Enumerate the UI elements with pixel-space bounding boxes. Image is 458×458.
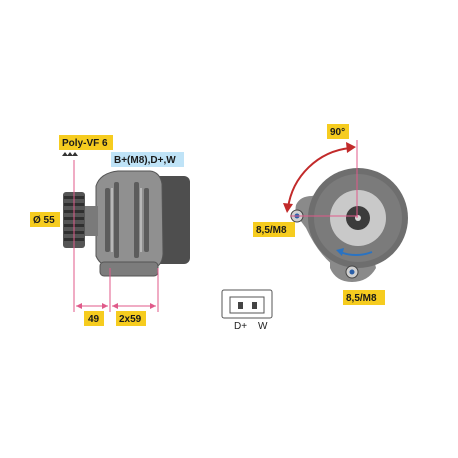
alternator-side-view <box>63 170 190 277</box>
diameter-label-box <box>30 212 60 227</box>
connector-plug <box>221 289 273 319</box>
angle-label-box <box>327 124 349 139</box>
rotation-arrowhead <box>336 248 344 256</box>
vent-highlights <box>111 188 142 252</box>
plug-label-d-plus: D+ <box>234 321 247 332</box>
shaft <box>84 206 98 236</box>
mount-left-label-box <box>253 222 295 237</box>
terminal-label: B+(M8),D+,W <box>114 155 176 166</box>
dim-2x59-label: 2x59 <box>119 314 142 325</box>
dim-49-label: 49 <box>88 314 100 325</box>
mount-left-label: 8,5/M8 <box>256 225 287 236</box>
plug-pin-d-plus <box>238 302 243 309</box>
angle-arrowhead-top <box>346 142 356 153</box>
angle-label: 90° <box>330 127 345 138</box>
diameter-label: Ø 55 <box>33 215 55 226</box>
dim-49-box <box>84 311 104 326</box>
dimension-arrowheads <box>76 303 156 309</box>
alternator-front-view <box>290 168 408 282</box>
mount-bottom-label-box <box>343 290 385 305</box>
mount-bottom-label: 8,5/M8 <box>346 293 377 304</box>
terminal-label-box <box>111 152 184 167</box>
angle-arc <box>287 147 351 209</box>
plug-pin-w <box>252 302 257 309</box>
angle-axis-lines <box>290 140 358 218</box>
belt-profile-icon <box>62 152 78 156</box>
belt-label-box <box>59 135 113 150</box>
angle-arrowhead-left <box>283 203 293 213</box>
belt-label: Poly-VF 6 <box>62 138 108 149</box>
mount-lug <box>99 261 159 277</box>
vent-slots <box>105 182 149 258</box>
dim-2x59-box <box>116 311 146 326</box>
plug-label-w: W <box>258 321 268 332</box>
